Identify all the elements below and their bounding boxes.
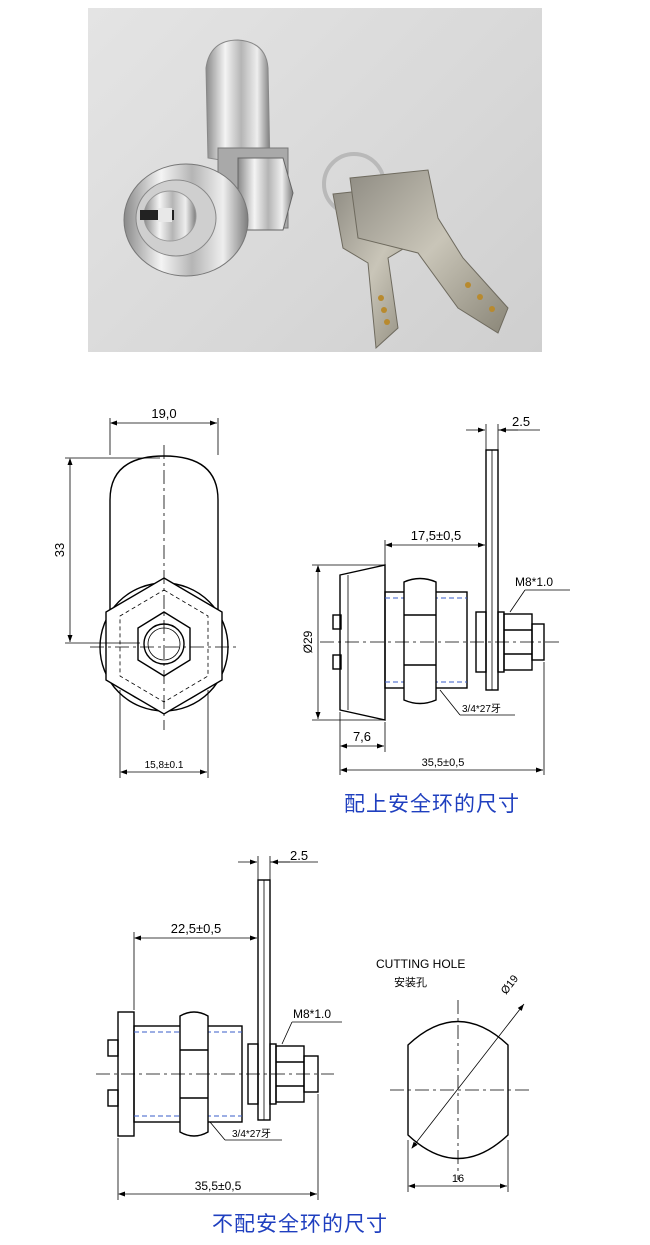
- side-view-with-ring-dimensions: [312, 424, 570, 775]
- length-to-cam-label-1: 17,5±0,5: [411, 528, 462, 543]
- flange-depth-label: 7,6: [353, 729, 371, 744]
- length-to-cam-label-2: 22,5±0,5: [171, 921, 222, 936]
- nut-thread-label-2: M8*1.0: [293, 1007, 331, 1021]
- cutting-hole-dimensions: [407, 1140, 509, 1192]
- height-dimension-label: 33: [52, 543, 67, 557]
- cam-thickness-label-2: 2.5: [290, 848, 308, 863]
- keys: [322, 152, 509, 350]
- side-view-with-ring: [320, 449, 560, 721]
- cam-lever: [205, 39, 271, 169]
- base-dimension-label: 15,8±0.1: [145, 760, 184, 771]
- side-view-without-ring: [96, 879, 334, 1137]
- cutting-hole-title: CUTTING HOLE: [376, 957, 465, 971]
- side-view-without-ring-dimensions: [117, 856, 342, 1200]
- width-dimension-label: 19,0: [151, 406, 176, 421]
- lock-barrel: [123, 163, 249, 277]
- front-view: [90, 445, 240, 730]
- front-view-dimensions: [65, 418, 219, 778]
- caption-without-ring: 不配安全环的尺寸: [212, 1212, 388, 1236]
- cutting-hole-subtitle: 安装孔: [394, 975, 427, 989]
- total-length-label-2: 35,5±0,5: [195, 1179, 242, 1193]
- body-thread-label-1: 3/4*27牙: [462, 703, 501, 715]
- nut-thread-label-1: M8*1.0: [515, 575, 553, 589]
- diameter-label: Ø29: [301, 630, 315, 653]
- cam-thickness-label-1: 2.5: [512, 414, 530, 429]
- cutting-hole-width-label: 16: [452, 1173, 464, 1185]
- total-length-label-1: 35,5±0,5: [422, 757, 465, 769]
- cutting-hole-diameter-label: Ø19: [499, 973, 521, 997]
- cutting-hole-drawing: [390, 1000, 530, 1180]
- caption-with-ring: 配上安全环的尺寸: [344, 792, 520, 816]
- body-thread-label-2: 3/4*27牙: [232, 1128, 271, 1140]
- product-photo: [88, 8, 542, 352]
